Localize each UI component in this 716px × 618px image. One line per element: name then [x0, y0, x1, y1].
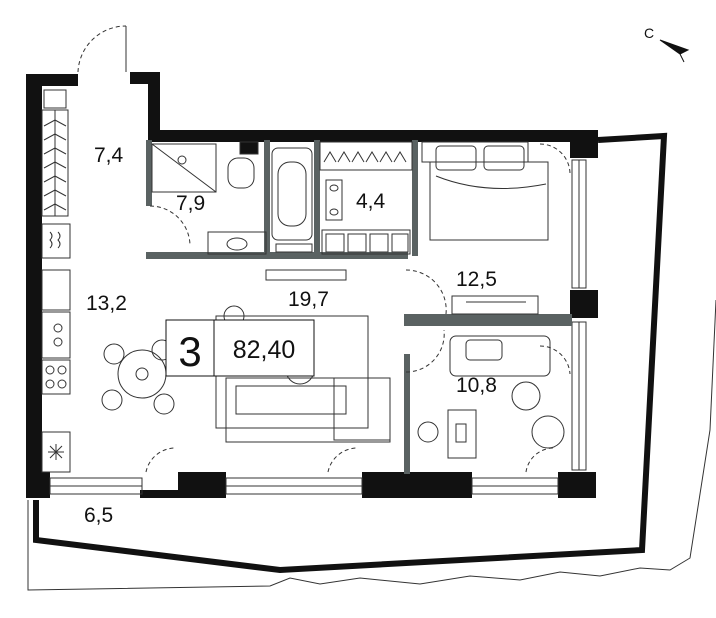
room-area-bathroom: 7,9: [176, 192, 205, 215]
room-labels: 7,4 7,9 4,4 13,2 19,7 12,5 10,8 6,5: [84, 144, 497, 527]
terrace-railing: [33, 132, 668, 574]
dining-set: [101, 339, 175, 415]
bedroom-furniture: [421, 141, 549, 315]
wardrobe-fixtures: [319, 141, 413, 255]
room-area-bedroom: 12,5: [456, 268, 497, 291]
compass: С: [644, 25, 690, 63]
exterior-walls: [26, 72, 598, 498]
room-count: 3: [178, 328, 201, 375]
room-area-kitchen: 13,2: [86, 292, 127, 315]
kitchen-fixtures: [41, 223, 71, 473]
windows: [49, 159, 587, 495]
north-arrow-icon: [659, 39, 690, 63]
bathroom-fixtures: [151, 141, 313, 255]
compass-label: С: [644, 25, 654, 41]
summary-box: 3 82,40: [165, 319, 315, 377]
room-area-balcony: 6,5: [84, 504, 113, 527]
interior-partitions: [146, 140, 572, 474]
total-area: 82,40: [233, 336, 296, 364]
room-area-hall: 7,4: [94, 144, 124, 167]
study-furniture: [417, 335, 565, 459]
room-area-living-room: 19,7: [288, 288, 329, 311]
room-area-wardrobe: 4,4: [356, 190, 386, 213]
room-area-study: 10,8: [456, 374, 497, 397]
hall-wardrobe: [41, 89, 69, 217]
